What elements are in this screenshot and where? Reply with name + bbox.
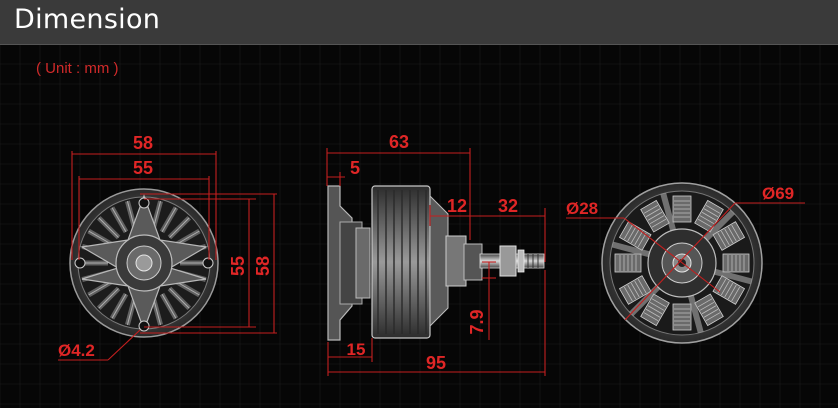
side-view: 63 5 12 32 7.9 15 95 (326, 132, 546, 376)
rear-motor-body (601, 182, 763, 344)
mount-hole-left (74, 257, 86, 269)
side-total-length: 95 (426, 353, 446, 373)
front-motor-body (69, 188, 219, 338)
side-shaft-length: 32 (498, 196, 518, 216)
side-motor-body (327, 185, 545, 341)
front-dimension-lines (58, 151, 277, 361)
side-nut (499, 245, 517, 277)
rear-view: Ø28 Ø69 (566, 182, 805, 344)
front-width-outer: 58 (133, 133, 153, 153)
side-shaft-height: 7.9 (467, 309, 487, 334)
front-hole-diameter: Ø4.2 (58, 341, 95, 360)
mount-hole-top (138, 197, 150, 209)
header-bar: Dimension (0, 0, 838, 45)
mount-hole-bottom (138, 320, 150, 332)
front-view: 58 55 55 58 Ø4.2 (58, 133, 277, 361)
side-bell-fins (377, 190, 427, 334)
mount-hole-right (202, 257, 214, 269)
rear-inner-diameter: Ø28 (566, 199, 598, 218)
front-height-inner: 55 (228, 256, 248, 276)
rear-stator-windings (611, 192, 753, 334)
side-bell (371, 185, 431, 339)
rear-dimension-lines (566, 202, 805, 321)
side-total-top: 63 (389, 132, 409, 152)
page-title: Dimension (14, 4, 161, 35)
side-dimension-lines (326, 148, 546, 376)
side-flange: 5 (350, 158, 360, 178)
front-height-outer: 58 (253, 256, 273, 276)
unit-label: ( Unit : mm ) (36, 60, 119, 77)
side-bell-gap: 12 (447, 196, 467, 216)
front-width-inner: 55 (133, 158, 153, 178)
rear-outer-diameter: Ø69 (762, 184, 794, 203)
side-base-length: 15 (347, 340, 366, 359)
